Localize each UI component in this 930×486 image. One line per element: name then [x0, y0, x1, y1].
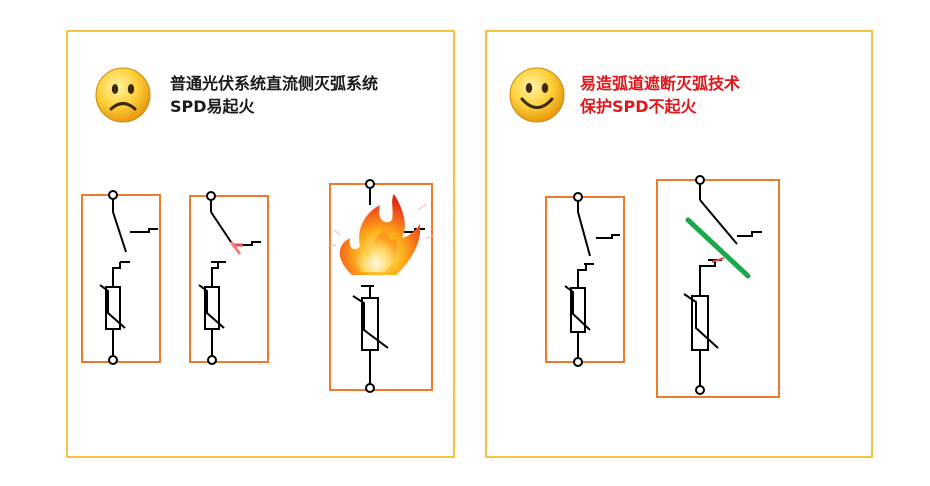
right-caption-line2: 保护SPD不起火 — [580, 97, 697, 116]
arc-barrier — [685, 217, 751, 279]
spd-circuit-arcing — [189, 191, 269, 365]
sad-face-icon — [95, 67, 151, 123]
spd-circuit-arc-blocked — [656, 175, 780, 398]
arc-spark — [229, 241, 242, 255]
spd-circuit-open-switch — [81, 190, 161, 365]
right-caption-line1: 易造弧道遮断灭弧技术 — [580, 74, 741, 93]
fire-icon — [327, 194, 435, 275]
right-caption: 易造弧道遮断灭弧技术 保护SPD不起火 — [580, 72, 740, 118]
left-caption-line2: SPD易起火 — [170, 97, 255, 116]
spd-circuit-on-fire — [327, 179, 435, 393]
left-caption: 普通光伏系统直流侧灭弧系统 SPD易起火 — [170, 72, 378, 118]
happy-face-icon — [509, 67, 565, 123]
spd-circuit-open-switch-right — [545, 192, 625, 367]
left-caption-line1: 普通光伏系统直流侧灭弧系统 — [170, 74, 379, 93]
arc-residual — [711, 257, 725, 263]
